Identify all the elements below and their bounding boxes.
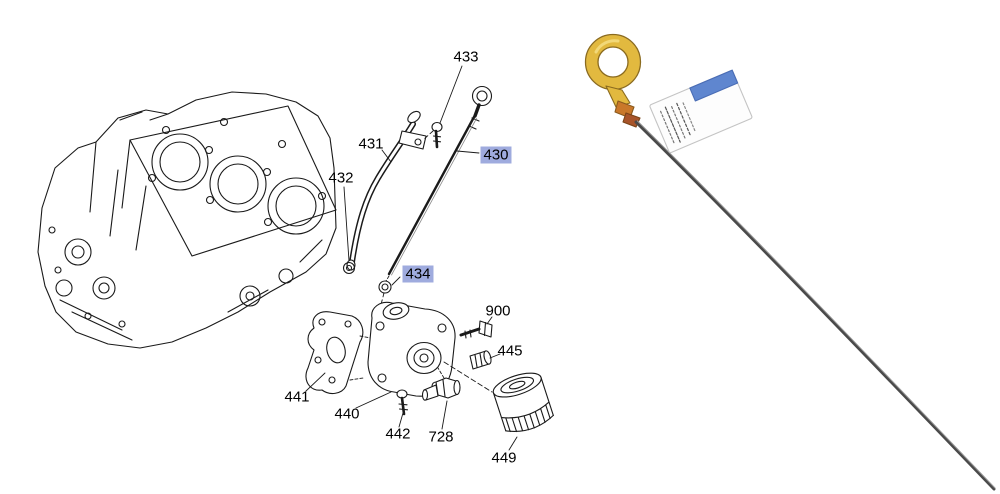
callout-900[interactable]: 900 [485, 302, 511, 320]
oil-filter-adapter-440 [367, 301, 456, 397]
callout-431[interactable]: 431 [358, 135, 384, 153]
engine-block-drawing [37, 91, 337, 349]
bolt-442 [396, 389, 409, 416]
callout-433[interactable]: 433 [453, 48, 479, 66]
callout-440[interactable]: 440 [334, 405, 360, 423]
bolt-433 [422, 121, 443, 149]
part-label-tag [649, 69, 753, 154]
oil-filter-449 [492, 372, 554, 433]
callout-442[interactable]: 442 [385, 425, 411, 443]
callout-434[interactable]: 434 [402, 265, 434, 283]
dipstick-rod [634, 120, 996, 491]
dipstick-430 [387, 85, 493, 276]
fitting-728 [421, 367, 461, 401]
callout-445[interactable]: 445 [497, 342, 523, 360]
leader-lines [305, 65, 518, 451]
assembly-axis-dashed-line [443, 361, 493, 393]
callout-430[interactable]: 430 [480, 146, 512, 164]
callout-449[interactable]: 449 [491, 449, 517, 467]
dipstick-product-photo [584, 33, 996, 491]
seal-432 [342, 261, 356, 275]
dipstick-ring-handle [584, 33, 642, 108]
callout-728[interactable]: 728 [428, 428, 454, 446]
bolt-900 [459, 320, 493, 339]
dipstick-tube-431 [346, 110, 427, 271]
fitting-445 [469, 350, 492, 370]
callout-432[interactable]: 432 [328, 169, 354, 187]
gasket-441 [305, 311, 372, 395]
callout-441[interactable]: 441 [284, 388, 310, 406]
